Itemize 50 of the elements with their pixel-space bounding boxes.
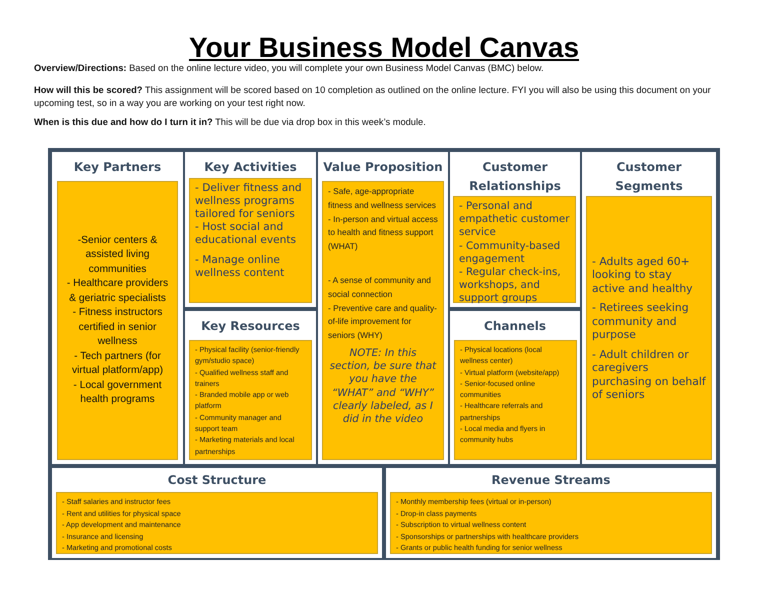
- content-box: [454, 340, 577, 460]
- canvas-section: [386, 468, 716, 558]
- section-heading: Value Proposition: [322, 159, 444, 176]
- canvas-section: [582, 152, 716, 464]
- canvas-section: [318, 152, 448, 464]
- instruction-paragraph: Overview/Directions: Based on the online lecture video, you will complete your own Business Model Canvas (BMC) below.: [34, 62, 545, 75]
- bullet-text: - Manage online wellness content: [195, 254, 286, 280]
- canvas-section: [450, 311, 580, 464]
- section-heading: Key Resources: [200, 318, 301, 335]
- bullet-text: - Deliver fitness and wellness programs tailored for seniors: [195, 182, 303, 221]
- bullet-text: - Adult children or caregivers purchasing on behalf of seniors: [592, 348, 706, 402]
- bullet-text: - Community-based engagement: [459, 240, 562, 266]
- content-box: [586, 196, 712, 460]
- bullet-text: - Safe, age-appropriate fitness and wellness services: [328, 185, 437, 212]
- note-text: NOTE: In this section, be sure that you have the “WHAT” and “WHY” clearly labeled, as I did in the video: [328, 346, 438, 426]
- bullet-text: - Healthcare providers & geriatric specialists: [66, 277, 170, 306]
- content-box: [322, 181, 444, 460]
- canvas-section: [185, 152, 316, 307]
- bullet-text: - Local government health programs: [72, 378, 163, 407]
- canvas-section: [52, 468, 382, 558]
- canvas-section: [52, 152, 183, 464]
- bullet-text: - Regular check-ins, workshops, and support groups: [459, 266, 562, 306]
- content-box: [390, 492, 712, 554]
- instruction-paragraph: When is this due and how do I turn it in? This will be due via drop box in this week’s module.: [34, 116, 427, 129]
- instruction-paragraph: How will this be scored? This assignment will be scored based on 10 completion as outlined on the online lecture. FYI you will also be using this document on your upcoming test, so in a way you are working on your test right now.: [34, 84, 712, 110]
- section-heading: Customer Relationships: [468, 159, 562, 195]
- bullet-text: -Senior centers & assisted living communities: [76, 234, 158, 276]
- bullet-text: - Personal and empathetic customer service: [459, 200, 570, 240]
- section-heading: Customer Segments: [614, 159, 684, 195]
- content-box: [453, 196, 576, 303]
- bullet-text: - Host social and educational events: [195, 221, 298, 247]
- content-box: [56, 492, 378, 554]
- content-box: [189, 178, 312, 303]
- bullet-text: - Adults aged 60+ looking to stay active and healthy: [592, 254, 694, 295]
- section-heading: Key Partners: [72, 159, 162, 176]
- bullet-text: - Tech partners (for virtual platform/app): [71, 350, 164, 378]
- section-heading: Channels: [483, 318, 547, 335]
- section-heading: Cost Structure: [166, 472, 268, 489]
- bullet-text: - Preventive care and quality-of-life improvement for seniors (WHY): [328, 302, 438, 342]
- bullet-text: - A sense of community and social connection: [328, 274, 432, 301]
- content-box: [189, 340, 312, 460]
- section-heading: Key Activities: [203, 159, 298, 176]
- section-heading: Revenue Streams: [490, 472, 612, 489]
- bullet-text: - In-person and virtual access to health and fitness support (WHAT): [328, 212, 438, 254]
- content-box: [57, 181, 178, 460]
- page-title: Your Business Model Canvas: [188, 32, 580, 64]
- bullet-text: - Retirees seeking community and purpose: [592, 301, 690, 342]
- canvas-section: [450, 152, 580, 307]
- bullet-text: - Fitness instructors certified in senior wellness: [72, 306, 164, 349]
- canvas-section: [185, 311, 316, 464]
